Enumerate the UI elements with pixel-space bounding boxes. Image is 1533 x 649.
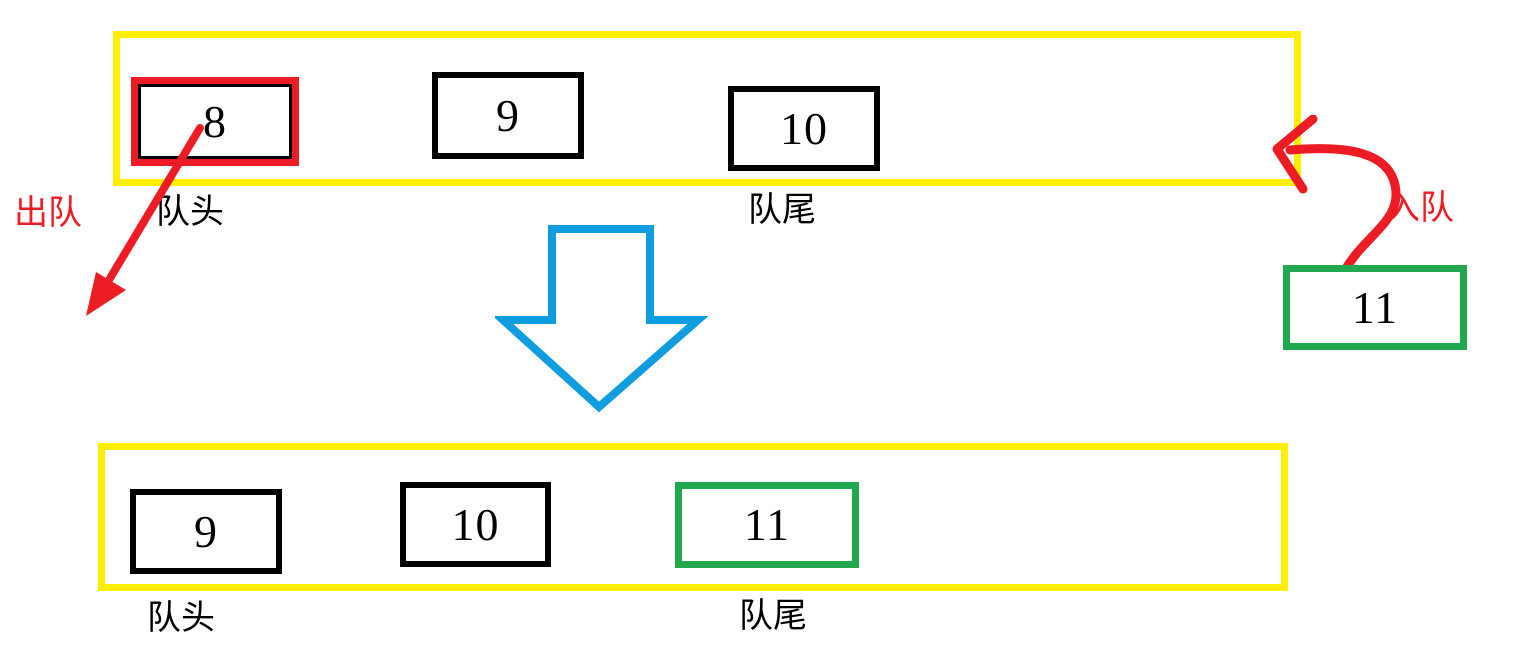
queue-cell-10-top-value: 10	[780, 102, 828, 154]
queue-cell-8-value: 8	[203, 95, 227, 147]
queue-cell-10-bottom-value: 10	[451, 498, 500, 550]
queue-tail-label-top: 队尾	[748, 192, 816, 229]
dequeue-label: 出队	[14, 195, 82, 232]
queue-cell-9-top[interactable]: 9	[432, 72, 584, 159]
queue-container-after	[98, 443, 1288, 591]
queue-head-label-top: 队头	[156, 194, 224, 231]
queue-tail-label-bottom: 队尾	[739, 598, 807, 635]
queue-head-label-bottom: 队头	[147, 600, 215, 637]
queue-cell-8[interactable]: 8	[131, 77, 299, 166]
incoming-element-11[interactable]: 11	[1283, 265, 1467, 350]
incoming-element-11-value: 11	[1351, 281, 1399, 333]
enqueue-label: 入队	[1386, 190, 1454, 227]
queue-cell-10-bottom[interactable]: 10	[400, 482, 551, 567]
queue-cell-9-bottom-value: 9	[194, 505, 218, 557]
transition-down-arrow-icon	[495, 225, 709, 413]
queue-container-before	[113, 31, 1301, 186]
queue-cell-11-bottom[interactable]: 11	[675, 482, 859, 568]
queue-cell-9-top-value: 9	[496, 89, 520, 141]
queue-cell-10-top[interactable]: 10	[728, 86, 880, 171]
queue-cell-11-bottom-value: 11	[743, 499, 791, 550]
queue-cell-9-bottom[interactable]: 9	[130, 489, 282, 574]
